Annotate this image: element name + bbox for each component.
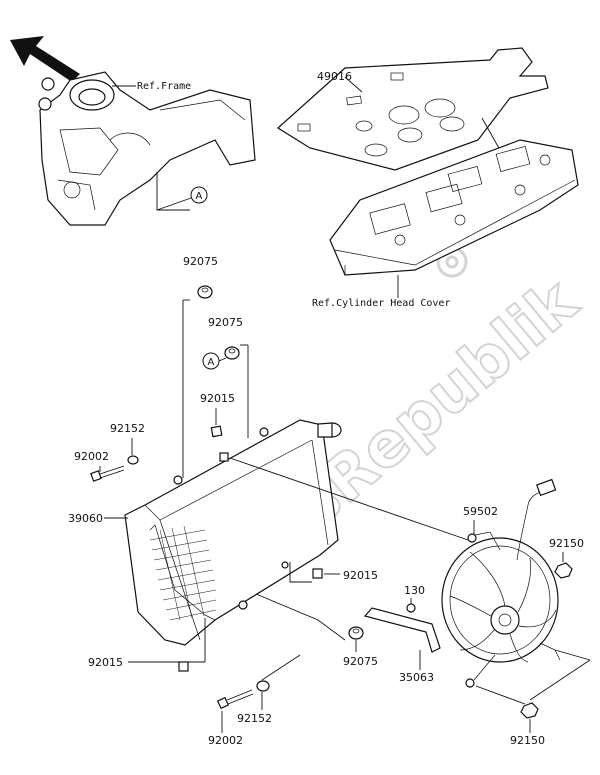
grommet-92075-mid (224, 346, 240, 360)
heat-shield-plate-49016 (277, 47, 549, 171)
part-92002-left-label: 92002 (74, 450, 109, 463)
radiator-39060 (124, 419, 342, 646)
part-49016-label: 49016 (317, 70, 352, 83)
callout-a-frame: A (190, 186, 208, 204)
bracket-35063 (363, 603, 441, 653)
cooling-fan-59502 (441, 478, 561, 688)
collar-92152-left (127, 455, 139, 465)
grommet-92075-low (348, 626, 364, 640)
clip-92015-bottom (178, 661, 189, 672)
callout-a-radiator: A (202, 352, 220, 370)
part-130-label: 130 (404, 584, 425, 597)
part-92015-top-label: 92015 (200, 392, 235, 405)
nut-92150-top (554, 562, 573, 579)
part-92152-left-label: 92152 (110, 422, 145, 435)
frame-illustration (38, 71, 256, 226)
clip-92015-right (312, 568, 323, 579)
part-92015-bottom-label: 92015 (88, 656, 123, 669)
part-59502-label: 59502 (463, 505, 498, 518)
part-92150-bottom-label: 92150 (510, 734, 545, 747)
part-35063-label: 35063 (399, 671, 434, 684)
part-92075-low-label: 92075 (343, 655, 378, 668)
part-92152-bottom-label: 92152 (237, 712, 272, 725)
svg-text:A: A (196, 191, 203, 202)
collar-92152-bottom (256, 680, 270, 692)
grommet-92075-top (197, 285, 213, 299)
part-92015-right-label: 92015 (343, 569, 378, 582)
part-92075-top-label: 92075 (183, 255, 218, 268)
part-92150-top-label: 92150 (549, 537, 584, 550)
ref-cylinder-head-cover-label: Ref.Cylinder Head Cover (312, 298, 450, 309)
part-92002-bottom-label: 92002 (208, 734, 243, 747)
svg-text:A: A (208, 357, 215, 368)
bolt-92002-bottom (216, 689, 254, 710)
cylinder-head-cover-illustration (329, 139, 579, 276)
part-92075-mid-label: 92075 (208, 316, 243, 329)
bolt-92002-left (90, 465, 125, 482)
nut-92150-bottom (520, 702, 539, 719)
front-direction-arrow-icon (10, 36, 80, 82)
part-39060-label: 39060 (68, 512, 103, 525)
ref-frame-label: Ref.Frame (137, 81, 191, 92)
clip-92015-top (210, 425, 223, 438)
